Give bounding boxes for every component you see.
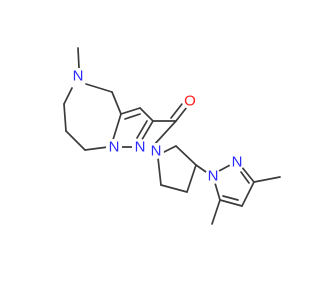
bond-c4-c3a xyxy=(111,91,122,115)
bond-pyr-c2-n xyxy=(163,145,177,153)
atom-layer: N N N O N N N xyxy=(70,68,245,185)
bond-carbonyl-n xyxy=(153,120,177,146)
bond-pyr-c5-c4 xyxy=(160,184,188,193)
atom-n-pyrazole-b2: N xyxy=(229,154,245,171)
bond-pzC5-pzN1 xyxy=(214,182,221,201)
bond-pzN2-pzC3-inner xyxy=(240,171,250,184)
bond-pzC3-methyl xyxy=(253,176,281,183)
molecule-structure-diagram: N N N O N N N xyxy=(63,47,281,225)
bond-n5-c4 xyxy=(85,83,113,93)
bond-c3a-n8a xyxy=(111,113,122,144)
bond-n8a-c8 xyxy=(84,146,109,151)
bond-layer xyxy=(63,47,281,225)
atom-o-carbonyl: O xyxy=(182,93,198,110)
bond-c7-c6 xyxy=(63,103,67,132)
atom-label-n-pyrrolidine: N xyxy=(151,143,162,160)
atom-label-n-pyrazole-b2: N xyxy=(232,154,243,171)
atom-label-n-bridgehead: N xyxy=(109,139,120,156)
atom-n-pyrrolidine: N xyxy=(148,143,164,160)
bond-c3a-c3 xyxy=(120,107,141,115)
atom-label-n-methylated: N xyxy=(73,68,84,85)
bond-c3-c2 xyxy=(139,107,154,122)
bond-c3a-c3-inner xyxy=(124,113,141,120)
atom-label-n-pyrazole-b1: N xyxy=(208,168,219,185)
bond-carbonyl-o-1 xyxy=(175,106,188,122)
bond-c2-n1-inner xyxy=(136,120,148,139)
atom-n-pyrazole-a: N xyxy=(132,139,148,156)
bond-c8-c7 xyxy=(65,130,86,151)
bond-pyr-c4-c3 xyxy=(186,164,197,193)
bond-pyr-c3-c2 xyxy=(175,145,197,166)
bond-pzC3-pzC4 xyxy=(241,181,255,207)
atom-label-o-carbonyl: O xyxy=(184,93,196,110)
atom-n-methylated: N xyxy=(70,68,86,85)
bond-pzC4-pzC5 xyxy=(219,199,243,207)
atom-n-pyrazole-b1: N xyxy=(205,168,221,185)
bond-pyr-n-c5 xyxy=(157,157,162,186)
bond-methyl xyxy=(77,47,80,69)
atom-n-bridgehead: N xyxy=(106,139,122,156)
bond-pzC4-pzC5-inner xyxy=(222,195,239,201)
bond-c6-n5 xyxy=(63,87,73,105)
bond-pzC5-methyl xyxy=(211,199,221,225)
atom-label-n-pyrazole-a: N xyxy=(135,139,146,156)
bond-carbonyl-o-2 xyxy=(170,103,183,119)
bond-pzN2-pzC3 xyxy=(240,165,255,183)
